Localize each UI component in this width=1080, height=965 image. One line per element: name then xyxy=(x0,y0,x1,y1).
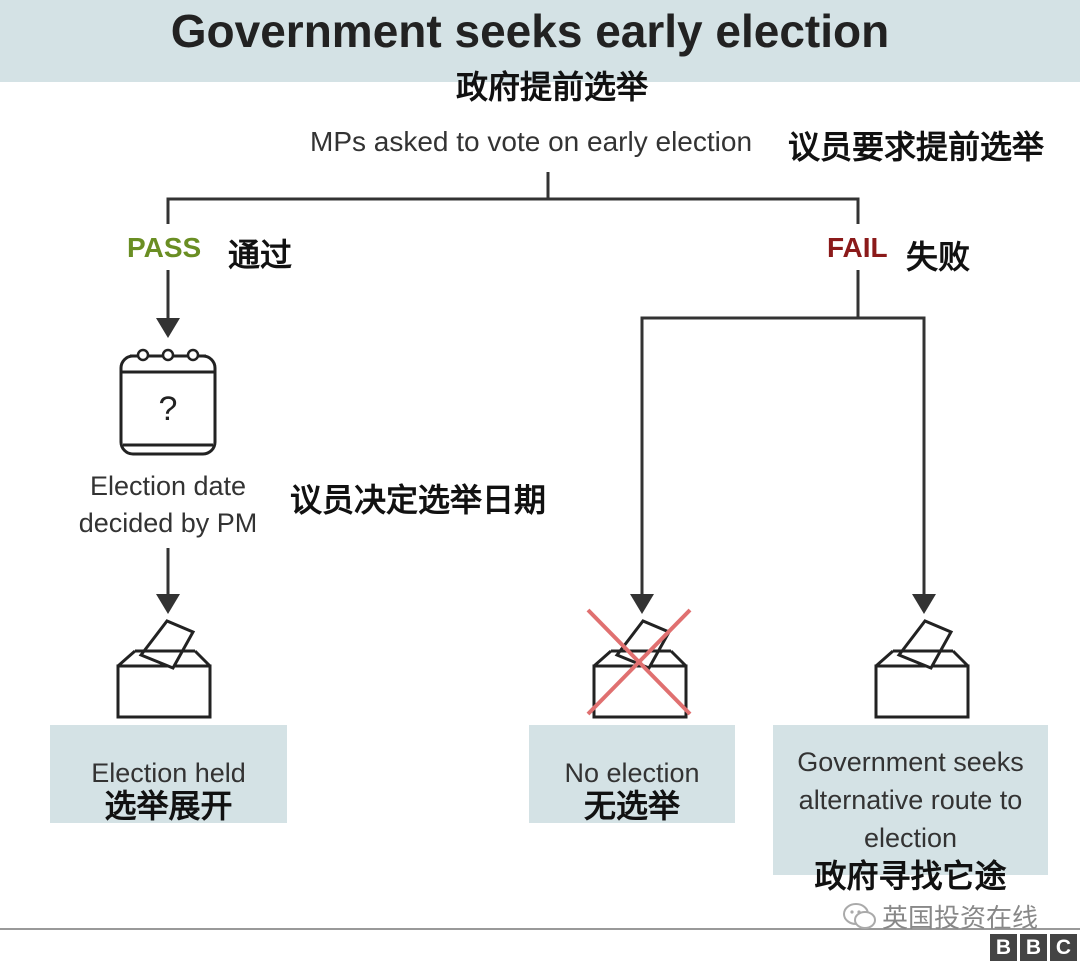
vote-question: MPs asked to vote on early election xyxy=(310,126,753,157)
logo-letter: B xyxy=(1020,934,1047,961)
arrow-to-calendar xyxy=(156,318,180,338)
wechat-icon xyxy=(843,903,876,929)
outcome-label-chinese: 无选举 xyxy=(583,787,680,825)
ballot-box-icon-held xyxy=(116,619,212,719)
bbc-logo: B B C xyxy=(990,934,1077,961)
arrow-to-no-election xyxy=(630,594,654,614)
vote-question-chinese: 议员要求提前选举 xyxy=(788,128,1045,166)
split-line xyxy=(166,197,860,224)
logo-letter: C xyxy=(1050,934,1077,961)
ballot-box-icon-alternative xyxy=(874,619,970,719)
outcome-label-chinese: 政府寻找它途 xyxy=(814,857,1007,895)
footer-divider xyxy=(0,928,1080,930)
page-title: Government seeks early election xyxy=(170,5,890,57)
election-date-label: Election date decided by PM xyxy=(78,471,258,538)
cross-icon xyxy=(586,608,692,716)
logo-letter: B xyxy=(990,934,1017,961)
page-title-chinese: 政府提前选举 xyxy=(455,68,648,106)
fail-label: FAIL xyxy=(827,232,888,263)
fail-label-chinese: 失败 xyxy=(906,238,971,276)
outcome-label-chinese: 选举展开 xyxy=(104,787,233,825)
outcome-box-no-election: No election 无选举 xyxy=(529,725,735,823)
election-date-label-chinese: 议员决定选举日期 xyxy=(290,481,547,519)
outcome-label: Election held xyxy=(91,758,246,788)
pass-label-chinese: 通过 xyxy=(228,236,293,274)
ballot-box-icon-cancelled xyxy=(592,619,688,719)
header-bar xyxy=(0,0,1080,82)
outcome-box-alternative-route: Government seeks alternative route to el… xyxy=(773,725,1048,895)
arrow-to-alternative xyxy=(912,594,936,614)
outcome-box-election-held: Election held 选举展开 xyxy=(50,725,287,823)
fail-split-line xyxy=(640,316,926,595)
pass-label: PASS xyxy=(127,232,202,263)
calendar-question-mark: ? xyxy=(159,390,178,428)
outcome-label: No election xyxy=(564,758,700,788)
outcome-label: Government seeks alternative route to el… xyxy=(797,747,1024,853)
arrow-to-ballot-held xyxy=(156,594,180,614)
calendar-icon xyxy=(119,348,217,456)
watermark-text: 英国投资在线 xyxy=(882,904,1039,934)
